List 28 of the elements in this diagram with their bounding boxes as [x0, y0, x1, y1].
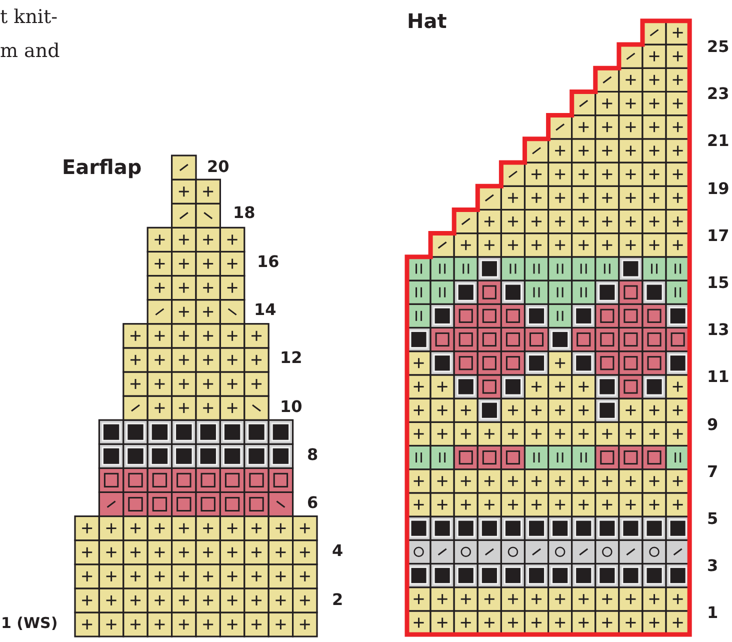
row-number: 15 [707, 275, 730, 291]
row-number: 20 [207, 159, 230, 175]
row-number: 23 [707, 86, 730, 102]
body-text: m and [0, 42, 60, 61]
row-number: 9 [707, 416, 718, 433]
row-number: 4 [332, 543, 344, 559]
row-number: 19 [707, 180, 730, 197]
chart-title: Hat [407, 11, 447, 31]
row-number: 3 [707, 558, 718, 574]
body-text: t knit- [0, 8, 58, 27]
row-number: 6 [307, 495, 318, 511]
row-number: 14 [254, 302, 276, 318]
row-number: 1 (WS) [1, 616, 58, 631]
row-number: 2 [332, 592, 344, 608]
row-number: 10 [280, 399, 302, 415]
row-number: 13 [707, 322, 730, 338]
row-number: 18 [233, 205, 256, 221]
row-number: 16 [257, 254, 280, 270]
row-number: 17 [707, 228, 730, 244]
row-number: 25 [707, 39, 730, 55]
row-number: 5 [707, 511, 718, 527]
row-number: 21 [707, 133, 730, 150]
chart-title: Earflap [62, 157, 142, 177]
row-number: 12 [280, 350, 302, 366]
row-number: 7 [707, 464, 718, 480]
row-number: 1 [707, 605, 718, 622]
row-number: 8 [307, 447, 318, 463]
row-number: 11 [707, 369, 730, 386]
